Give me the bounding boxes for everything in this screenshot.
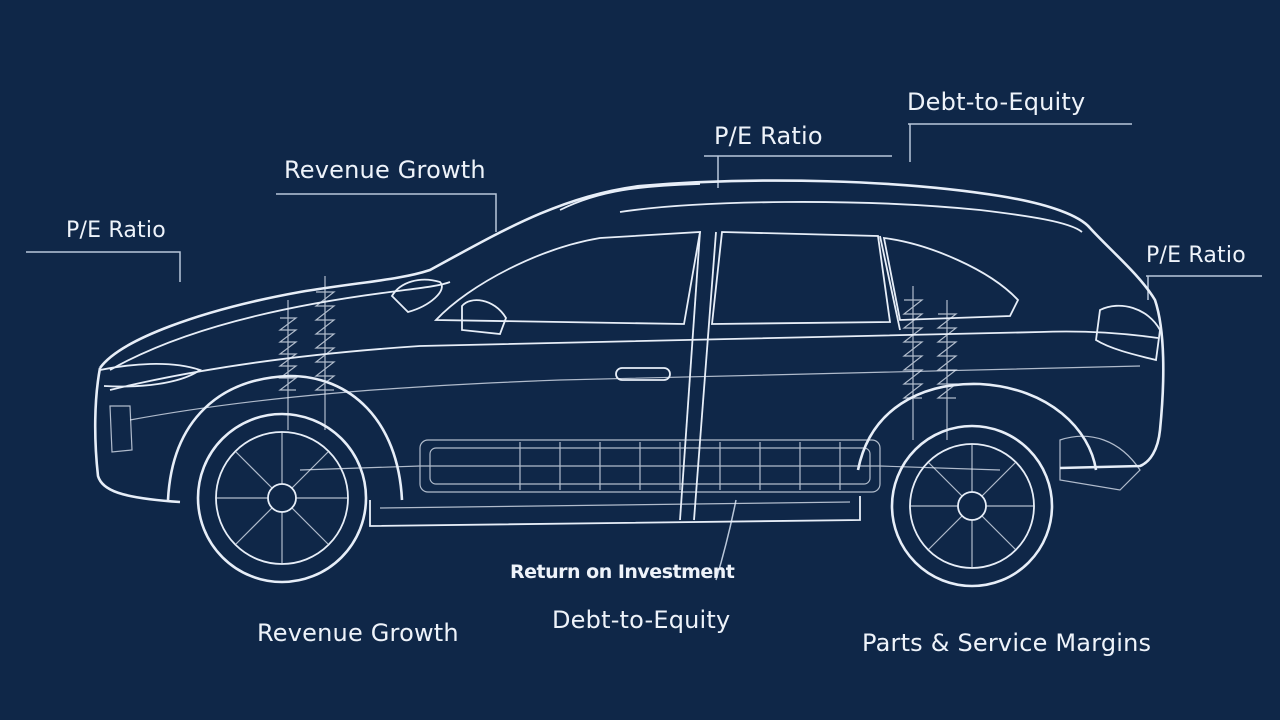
label-debt-to-equity-top: Debt-to-Equity: [907, 88, 1086, 116]
label-revenue-growth-bottom: Revenue Growth: [257, 619, 459, 647]
label-parts-service-margins: Parts & Service Margins: [862, 629, 1152, 657]
label-garbled-center: Return on Investment: [510, 561, 735, 583]
label-pe-ratio-top: P/E Ratio: [714, 122, 823, 150]
label-revenue-growth-top: Revenue Growth: [284, 156, 486, 184]
label-pe-ratio-right: P/E Ratio: [1146, 243, 1246, 268]
label-pe-ratio-left: P/E Ratio: [66, 218, 166, 243]
label-debt-to-equity-bottom: Debt-to-Equity: [552, 606, 731, 634]
